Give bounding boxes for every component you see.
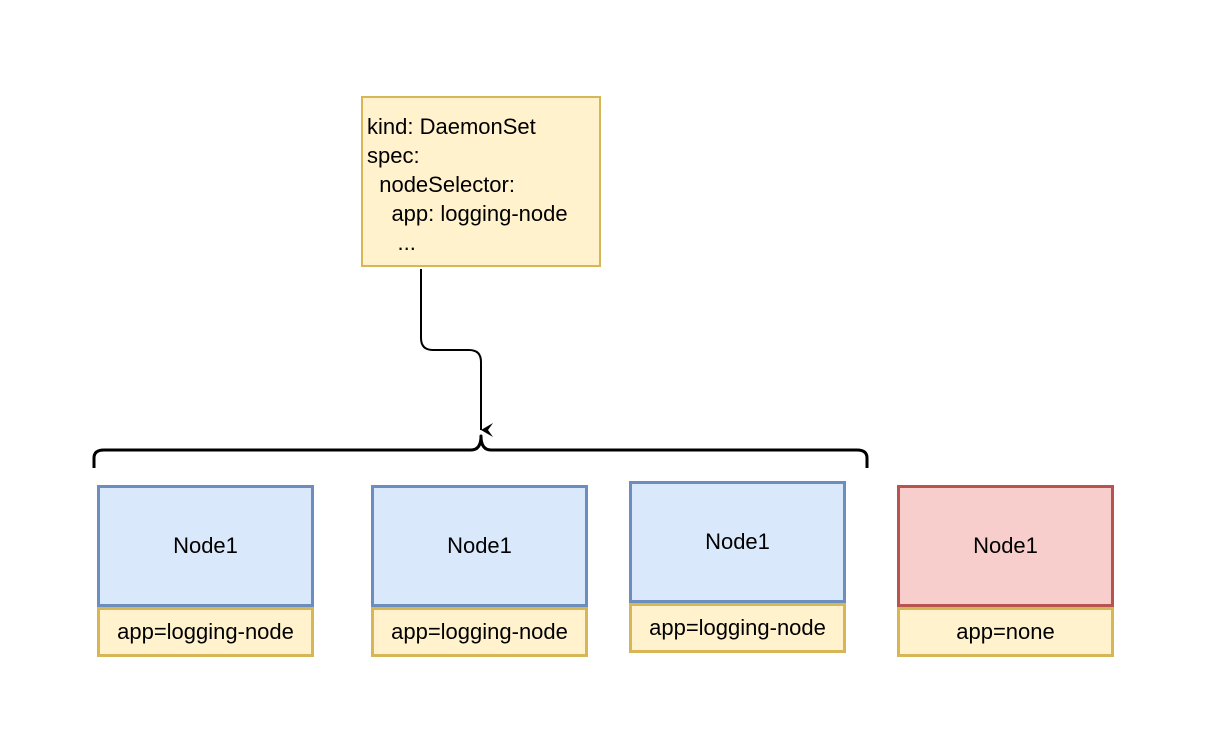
spec-line-node-selector: nodeSelector: <box>367 172 515 197</box>
daemonset-spec-box: kind: DaemonSet spec: nodeSelector: app:… <box>361 96 601 267</box>
node-name: Node1 <box>973 533 1038 558</box>
node-name: Node1 <box>447 533 512 558</box>
node-box-1: Node1 <box>97 485 314 607</box>
node-box-2: Node1 <box>371 485 588 607</box>
selection-brace <box>92 434 869 468</box>
node-box-3: Node1 <box>629 481 846 603</box>
node-label-text: app=logging-node <box>391 619 568 644</box>
node-label-1: app=logging-node <box>97 607 314 657</box>
node-label-3: app=logging-node <box>629 603 846 653</box>
node-label-2: app=logging-node <box>371 607 588 657</box>
selector-arrow <box>420 269 493 437</box>
node-label-text: app=logging-node <box>649 615 826 640</box>
node-box-4: Node1 <box>897 485 1114 607</box>
spec-line-ellipsis: ... <box>367 230 416 255</box>
node-label-text: app=logging-node <box>117 619 294 644</box>
node-label-4: app=none <box>897 607 1114 657</box>
spec-line-kind: kind: DaemonSet <box>367 114 536 139</box>
spec-line-spec: spec: <box>367 143 420 168</box>
node-name: Node1 <box>173 533 238 558</box>
node-label-text: app=none <box>956 619 1055 644</box>
node-name: Node1 <box>705 529 770 554</box>
spec-line-app: app: logging-node <box>367 201 568 226</box>
